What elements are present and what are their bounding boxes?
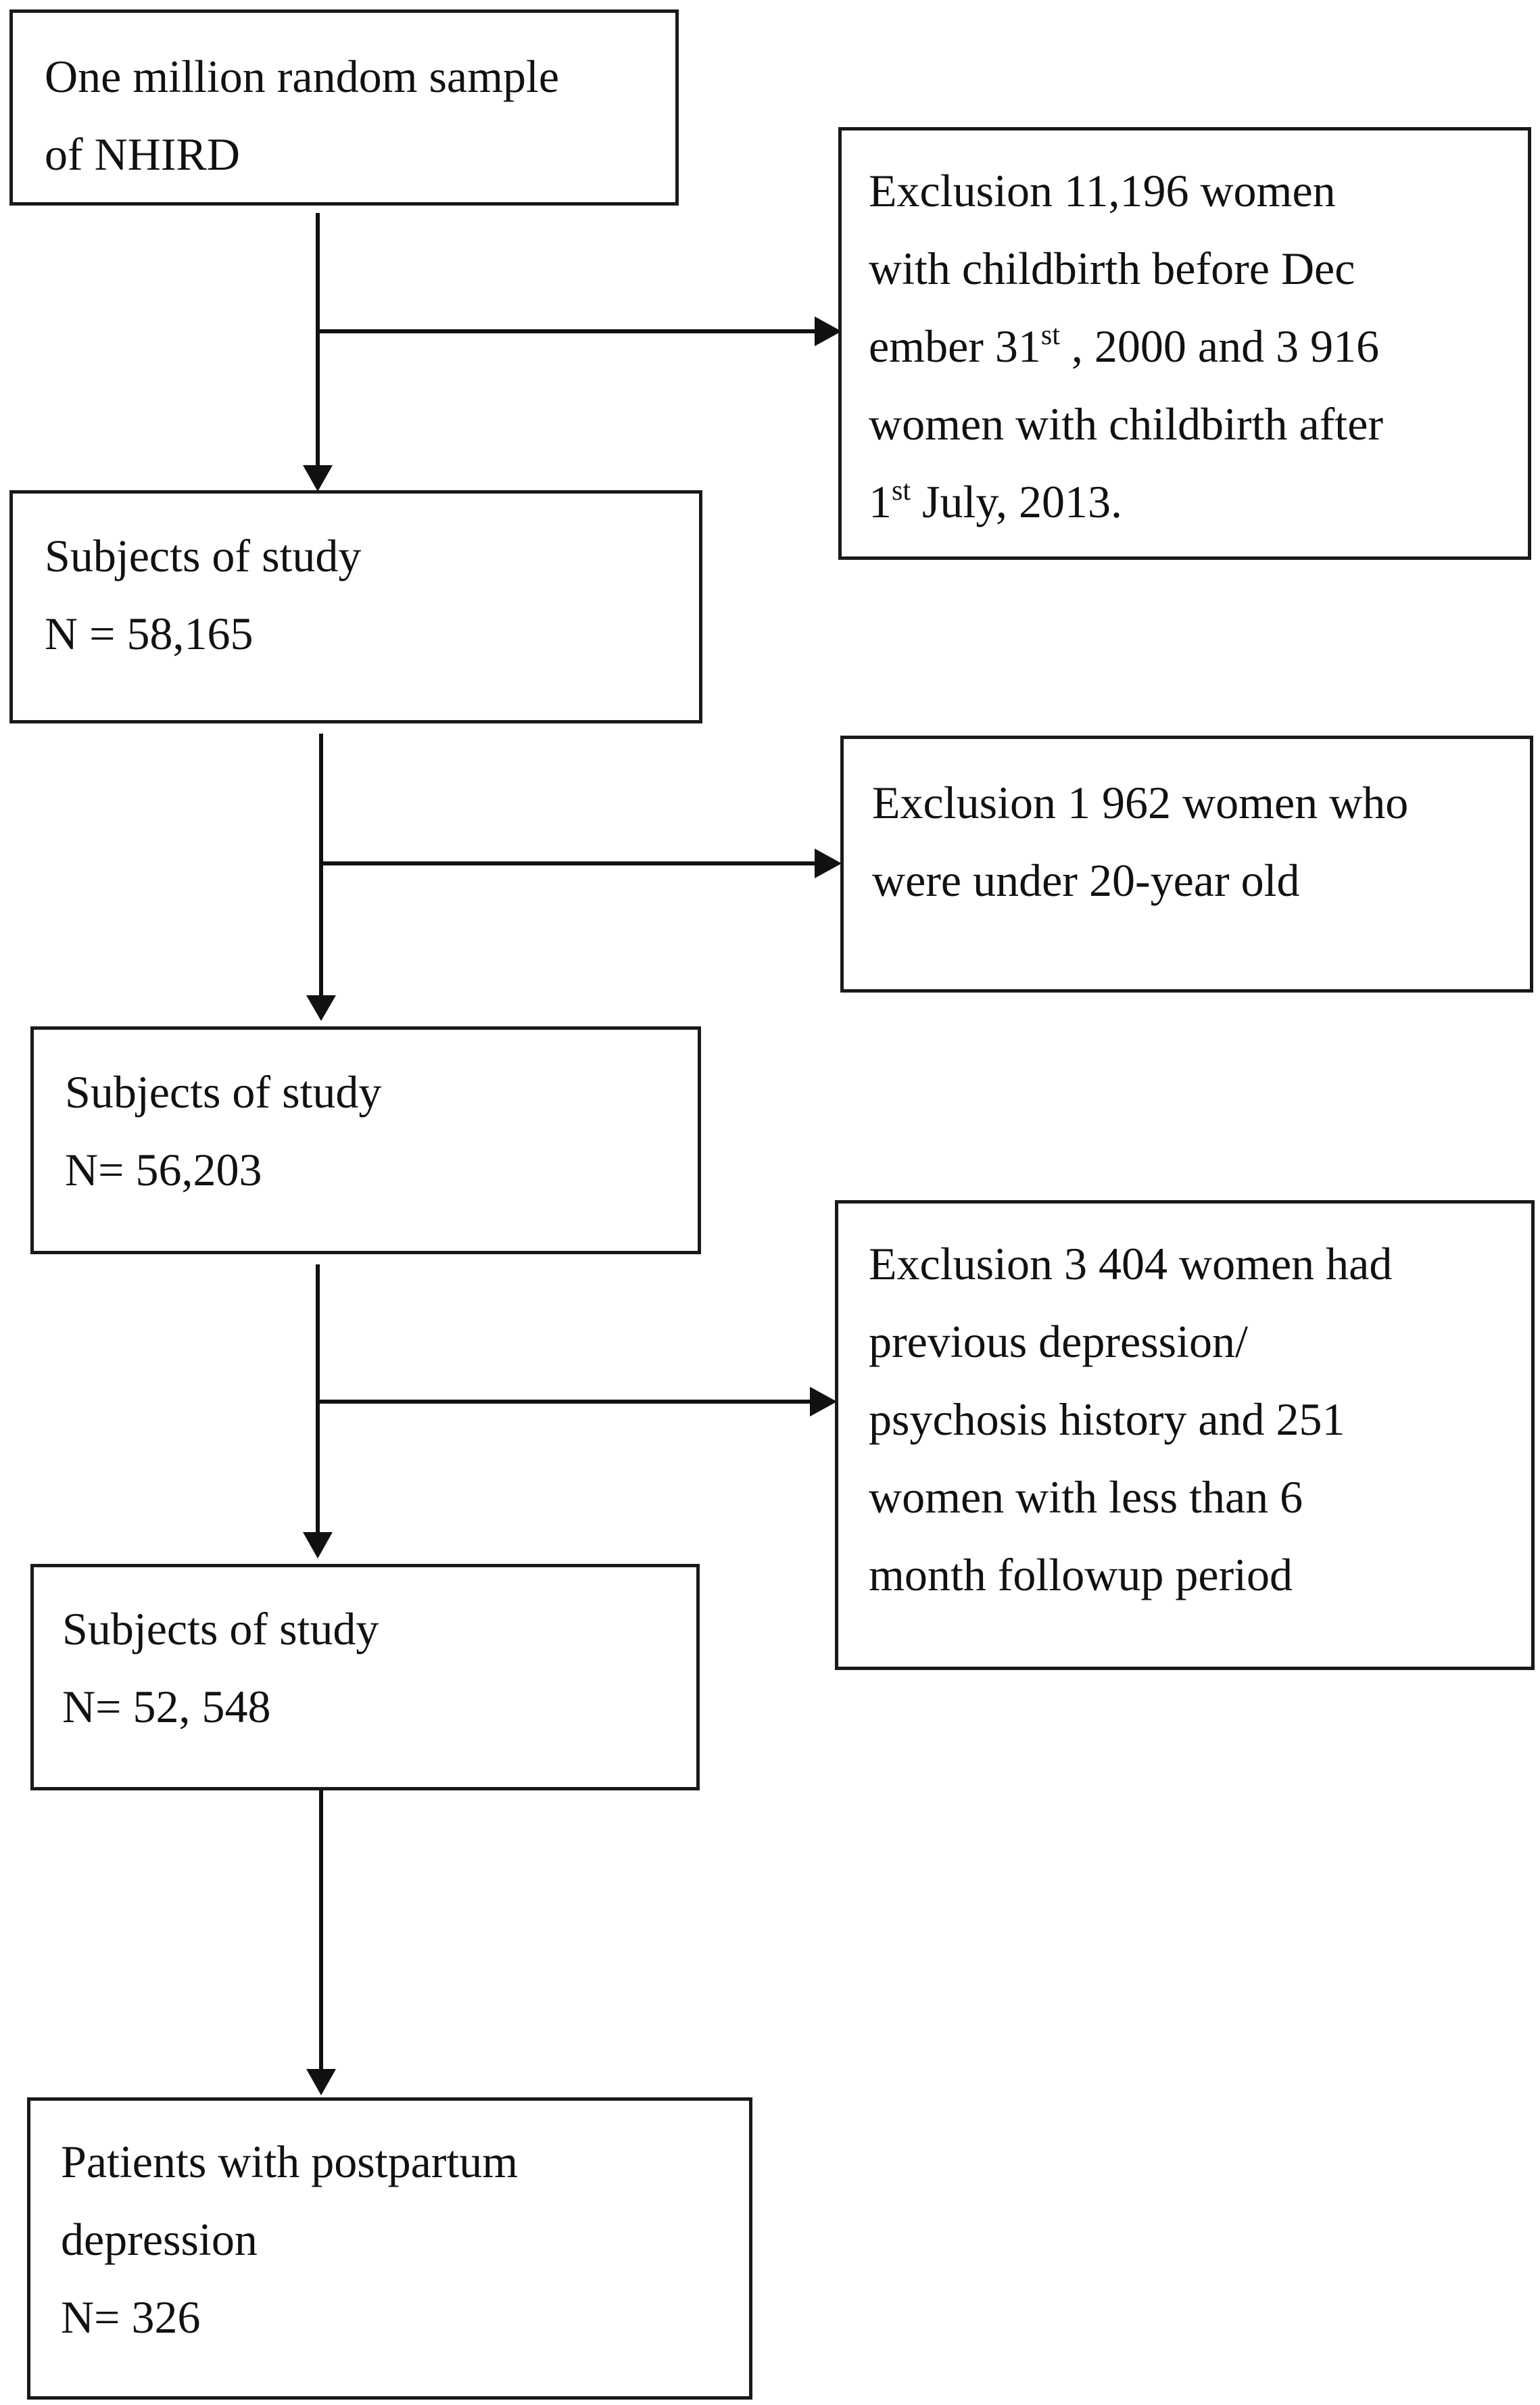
- box-exclusion-2-text: Exclusion 1 962 women who were under 20-…: [872, 764, 1408, 920]
- text-line: N= 52, 548: [62, 1681, 271, 1732]
- box-subjects-1: [9, 490, 702, 723]
- box-subjects-2: [30, 1026, 701, 1254]
- text-line: Exclusion 1 962 women who: [872, 777, 1409, 828]
- text-line: with childbirth before Dec: [869, 243, 1355, 294]
- text-line-date-2: 1st July, 2013.: [869, 463, 1383, 541]
- box-exclusion-1-text: Exclusion 11,196 women with childbirth b…: [869, 152, 1383, 541]
- text-line: N= 326: [61, 2291, 201, 2343]
- box-patients: [27, 2097, 752, 2400]
- text-line: previous depression/: [869, 1316, 1248, 1367]
- arrowhead-exclusion3: [810, 1387, 837, 1416]
- arrowhead-patients: [306, 2069, 336, 2095]
- box-subjects-3-text: Subjects of study N= 52, 548: [62, 1590, 379, 1746]
- text-line: were under 20-year old: [872, 855, 1300, 906]
- text-fragment: ember 31: [869, 320, 1041, 372]
- arrowhead-exclusion1: [815, 316, 842, 346]
- text-line: depression: [61, 2214, 258, 2265]
- text-line-date-1: ember 31st , 2000 and 3 916: [869, 308, 1383, 385]
- box-random-sample-text: One million random sample of NHIRD: [45, 38, 559, 193]
- arrowhead-exclusion2: [815, 849, 842, 878]
- box-subjects-1-text: Subjects of study N = 58,165: [45, 517, 361, 673]
- text-line: month followup period: [869, 1549, 1293, 1600]
- text-line: psychosis history and 251: [869, 1394, 1345, 1445]
- box-subjects-2-text: Subjects of study N= 56,203: [65, 1053, 381, 1209]
- text-fragment: July, 2013.: [911, 476, 1122, 527]
- box-exclusion-3: [835, 1200, 1535, 1670]
- arrowhead-subjects2: [306, 995, 336, 1021]
- text-line: One million random sample: [45, 51, 560, 102]
- text-fragment: 1: [869, 476, 892, 527]
- text-line: N = 58,165: [45, 608, 254, 659]
- text-line: Patients with postpartum: [61, 2136, 519, 2187]
- text-line: women with childbirth after: [869, 398, 1384, 450]
- text-line: of NHIRD: [45, 128, 240, 180]
- box-exclusion-2: [840, 736, 1533, 993]
- text-line: Exclusion 3 404 women had: [869, 1238, 1393, 1289]
- box-exclusion-3-text: Exclusion 3 404 women had previous depre…: [869, 1225, 1392, 1614]
- text-line: N= 56,203: [65, 1144, 262, 1195]
- box-exclusion-1: [838, 127, 1531, 560]
- box-patients-text: Patients with postpartum depression N= 3…: [61, 2123, 518, 2356]
- ordinal-suffix: st: [892, 475, 911, 507]
- box-random-sample: [9, 9, 679, 206]
- text-line: Exclusion 11,196 women: [869, 165, 1336, 216]
- box-subjects-3: [30, 1564, 700, 1790]
- ordinal-suffix: st: [1040, 320, 1060, 352]
- arrowhead-subjects3: [303, 1532, 333, 1558]
- text-line: Subjects of study: [62, 1603, 379, 1654]
- text-line: Subjects of study: [65, 1066, 382, 1118]
- text-fragment: , 2000 and 3 916: [1059, 320, 1380, 372]
- text-line: women with less than 6: [869, 1471, 1303, 1523]
- arrowhead-subjects1: [303, 465, 333, 492]
- text-line: Subjects of study: [45, 530, 362, 581]
